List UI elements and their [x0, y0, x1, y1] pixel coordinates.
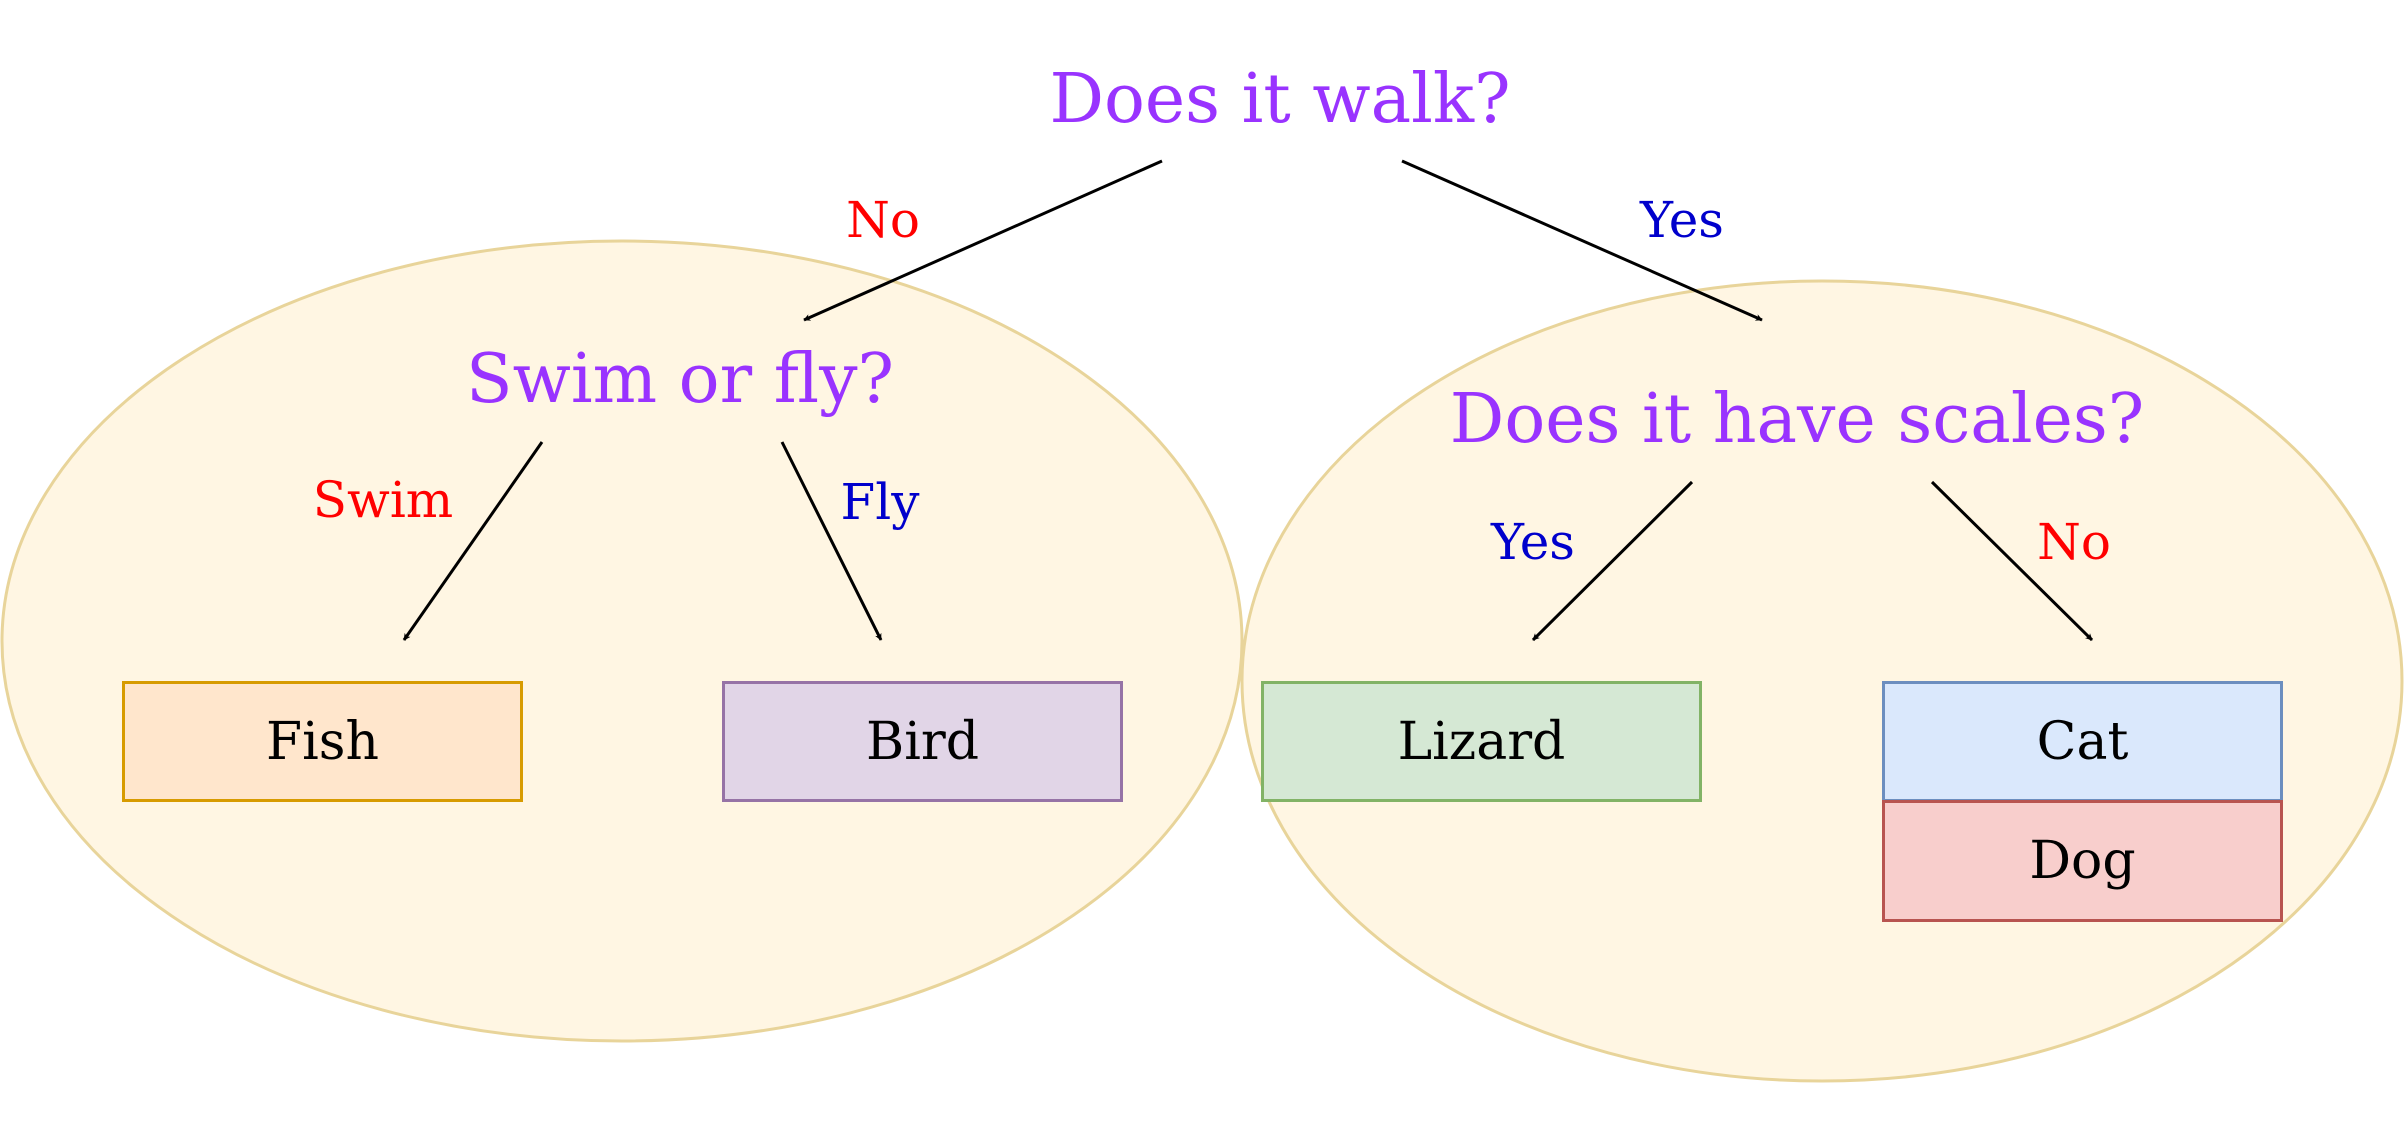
arrow-scales-to-lizard [1531, 480, 1694, 642]
arrow-swim-to-fish [402, 441, 544, 641]
edge-label-root-yes: Yes [1640, 191, 1724, 249]
left-group-ellipse [0, 239, 1244, 1043]
leaf-dog-label: Dog [2029, 831, 2136, 891]
arrow-root-to-right [1401, 159, 1763, 322]
leaf-bird: Bird [722, 681, 1123, 802]
right-question: Does it have scales? [1449, 380, 2145, 459]
left-question: Swim or fly? [466, 340, 894, 419]
arrow-root-to-left [803, 159, 1163, 322]
leaf-dog: Dog [1882, 800, 2283, 922]
leaf-cat: Cat [1882, 681, 2283, 802]
edge-label-scales-no: No [2037, 513, 2111, 571]
leaf-lizard-label: Lizard [1397, 711, 1566, 772]
edge-label-scales-yes: Yes [1491, 513, 1575, 571]
root-question: Does it walk? [1049, 60, 1511, 139]
edge-label-fly: Fly [840, 473, 920, 531]
leaf-cat-label: Cat [2036, 711, 2129, 772]
edge-label-swim: Swim [312, 471, 454, 529]
leaf-bird-label: Bird [866, 711, 979, 772]
arrow-no-scales-to-cat-dog [1930, 480, 2094, 642]
leaf-lizard: Lizard [1261, 681, 1702, 802]
leaf-fish-label: Fish [266, 711, 379, 772]
leaf-fish: Fish [122, 681, 523, 802]
arrow-fly-to-bird [780, 441, 883, 641]
edge-label-root-no: No [846, 191, 920, 249]
